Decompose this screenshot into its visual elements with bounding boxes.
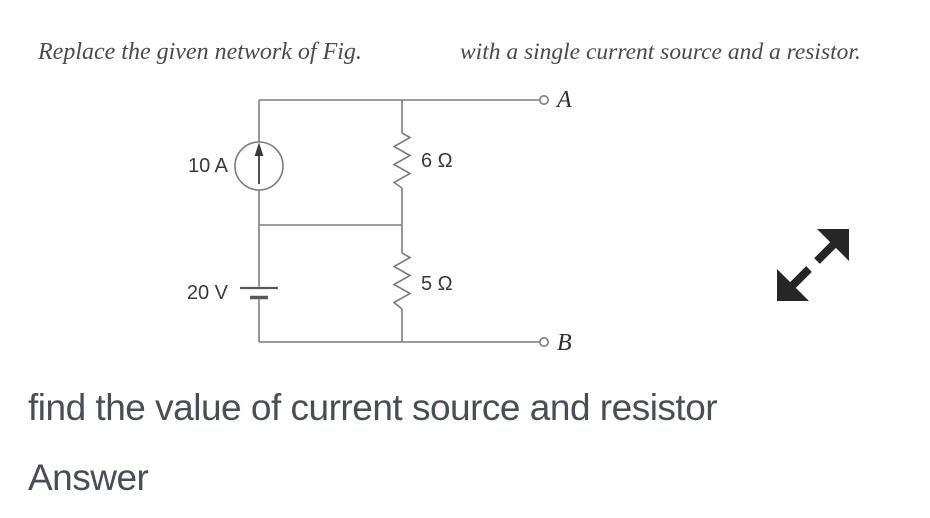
- resistor-top-zigzag: [392, 132, 412, 189]
- circuit-wires: [234, 95, 549, 347]
- battery-icon: [240, 286, 278, 300]
- terminal-a-label: A: [557, 87, 572, 113]
- question-text: find the value of current source and res…: [28, 387, 718, 428]
- resistor-top-label: 6 Ω: [421, 150, 453, 172]
- answer-label: Answer: [28, 457, 149, 498]
- problem-statement-left: Replace the given network of Fig.: [38, 39, 362, 65]
- terminal-a-node: [538, 95, 549, 105]
- current-source-label: 10 A: [187, 155, 228, 177]
- voltage-source-label: 20 V: [186, 282, 228, 304]
- expand-icon[interactable]: [765, 217, 861, 313]
- resistor-bottom-zigzag: [392, 252, 412, 310]
- terminal-b-node: [538, 336, 549, 347]
- current-source-arrow-icon: [254, 142, 264, 184]
- circuit-diagram: [234, 95, 549, 347]
- terminal-b-label: B: [557, 330, 572, 356]
- current-source-circle: [234, 141, 284, 191]
- problem-statement-right: with a single current source and a resis…: [460, 39, 861, 65]
- resistor-bottom-label: 5 Ω: [421, 273, 453, 295]
